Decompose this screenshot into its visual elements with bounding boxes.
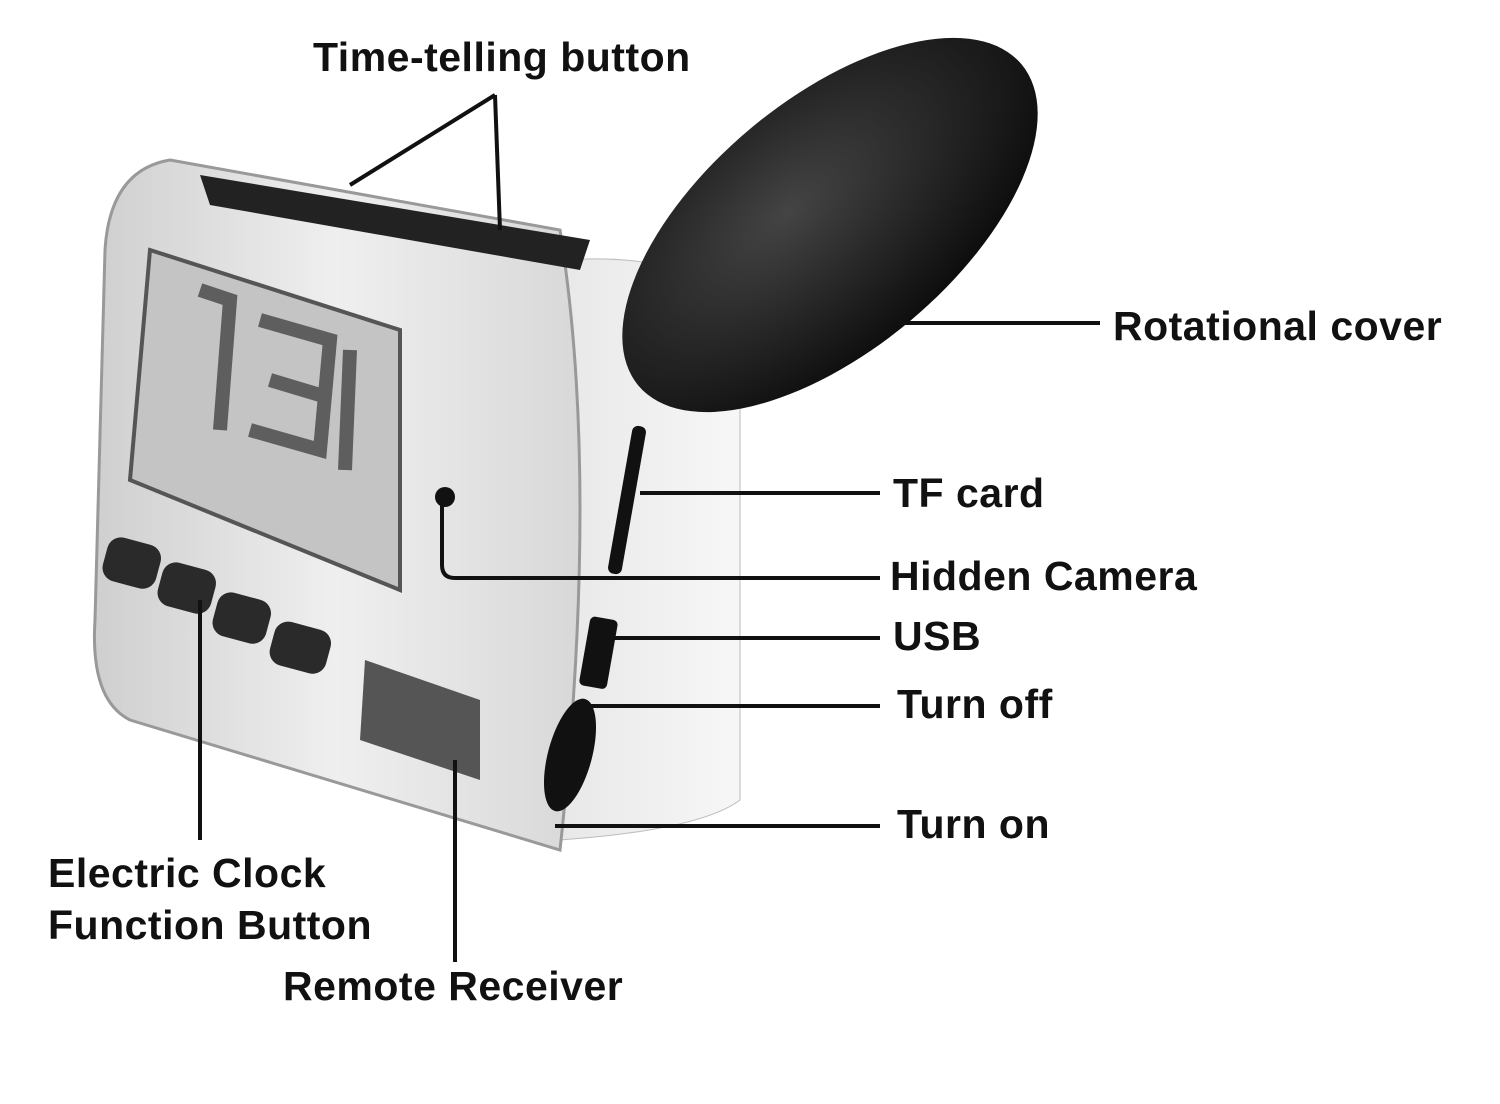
usb-port — [579, 616, 618, 689]
label-usb: USB — [893, 613, 982, 659]
callout-line-time-telling — [348, 93, 502, 231]
label-hidden-camera: Hidden Camera — [890, 553, 1198, 599]
callout-lines — [198, 93, 1100, 962]
label-line-2: Function Button — [48, 902, 373, 948]
tf-slot — [608, 425, 646, 575]
label-line-1: Electric Clock — [48, 850, 327, 896]
label-remote-receiver: Remote Receiver — [283, 963, 624, 1009]
power-switch — [543, 698, 597, 812]
lcd-digits — [197, 283, 357, 471]
label-time-telling-button: Time-telling button — [313, 34, 691, 80]
time-telling-button — [200, 175, 590, 270]
camera-lens — [435, 487, 455, 507]
label-rotational-cover: Rotational cover — [1113, 303, 1443, 349]
rotational-cover — [622, 37, 1038, 413]
remote-receiver-window — [360, 660, 480, 780]
label-tf-card: TF card — [893, 470, 1045, 516]
label-turn-on: Turn on — [897, 801, 1051, 847]
label-electric-clock-function-button: Electric Clock Function Button — [48, 847, 372, 951]
callout-line-camera — [440, 505, 880, 580]
label-turn-off: Turn off — [897, 681, 1053, 727]
